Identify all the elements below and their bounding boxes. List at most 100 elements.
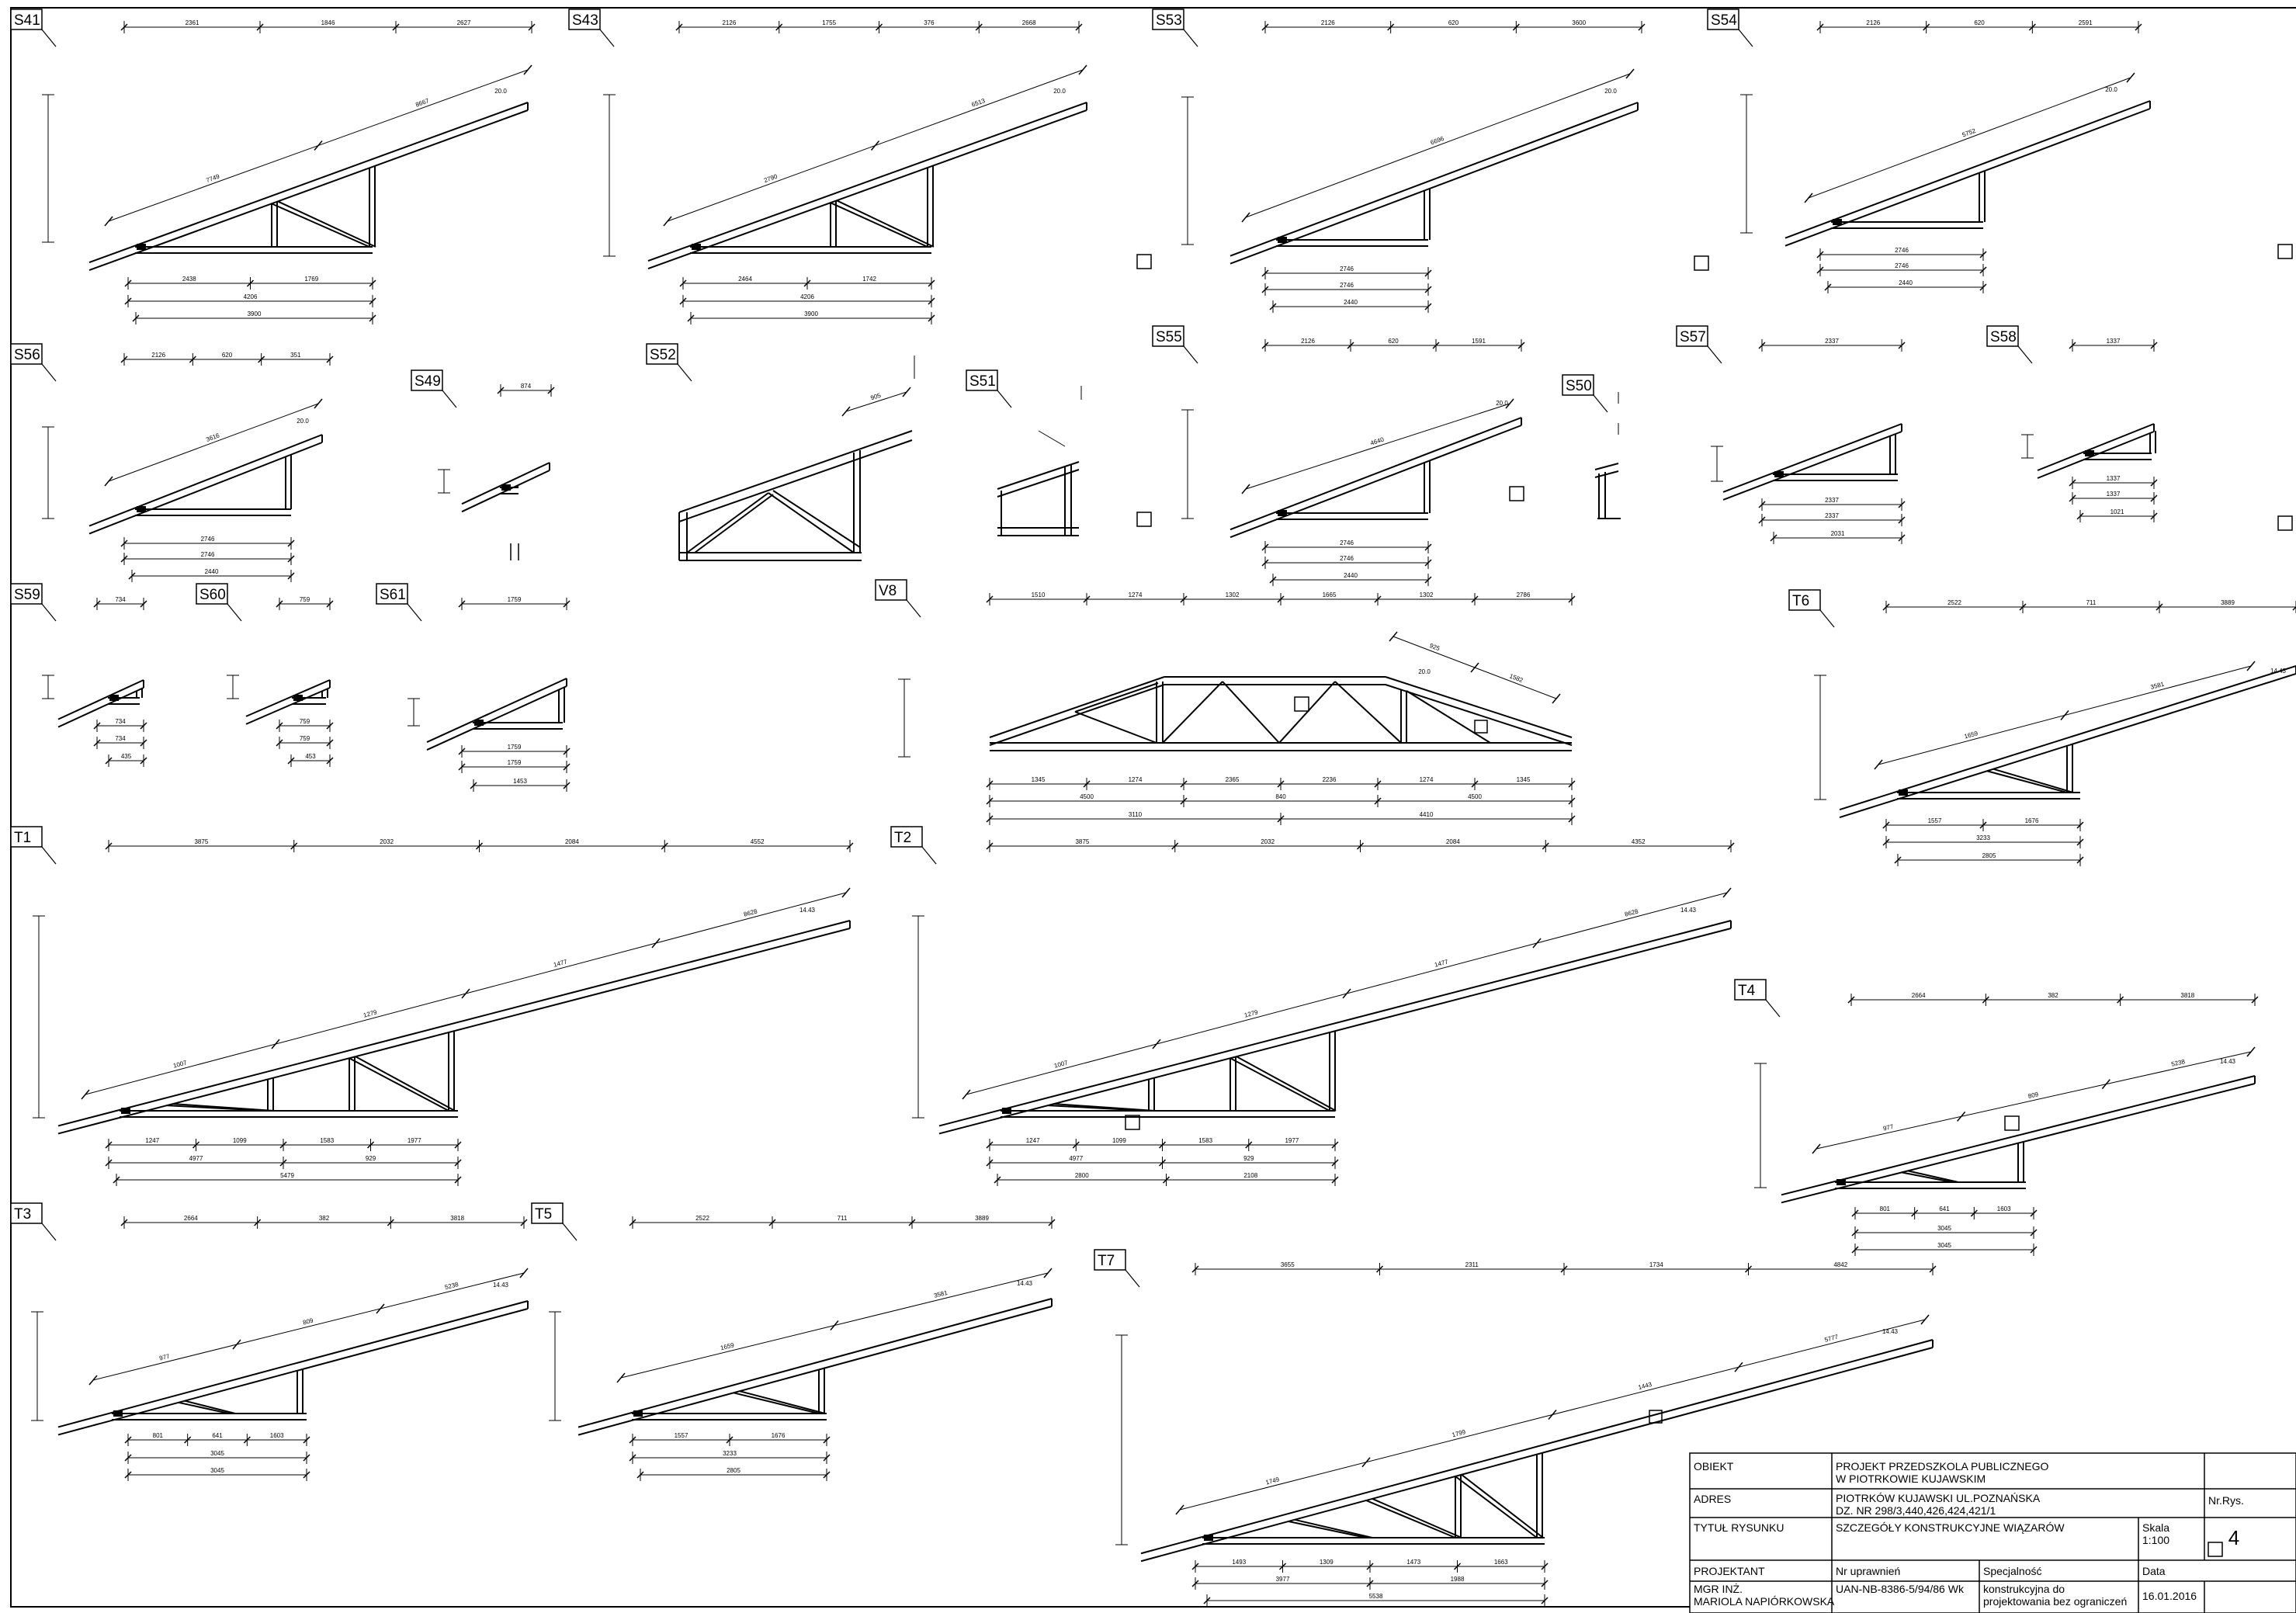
dimension-label: 1755 — [822, 19, 836, 26]
dimension-slash — [1929, 1265, 1937, 1273]
dimension-slash — [458, 600, 466, 608]
dimension-slash — [975, 23, 983, 31]
dimension-label: 376 — [924, 19, 935, 26]
dimension-slash — [1847, 996, 1855, 1004]
dimension-slash — [140, 600, 147, 608]
dimension-slash — [192, 1141, 200, 1149]
dimension-slash — [1203, 1597, 1211, 1604]
dimension-slash — [1851, 1246, 1859, 1254]
dimension-slash — [1851, 1229, 1859, 1237]
dimension-chain: 3900 — [132, 310, 376, 324]
dimension-slash — [563, 782, 571, 789]
dimension-slash — [1552, 693, 1561, 704]
pitch-angle: 14.43 — [493, 1282, 509, 1289]
support-plate — [2085, 450, 2094, 456]
truss-S43 — [647, 102, 1087, 269]
dimension-label: 2337 — [1825, 512, 1839, 519]
top-chord — [461, 470, 550, 513]
dimension-slash — [140, 757, 147, 765]
dimension-slash — [2076, 512, 2084, 520]
dimension-slash — [303, 1454, 310, 1462]
dimension-label: 2032 — [380, 838, 394, 845]
support-plate — [293, 695, 303, 701]
pitch-angle: 20.0 — [494, 88, 507, 95]
dimension-slash — [470, 782, 477, 789]
tytul-value: SZCZEGÓŁY KONSTRUKCYJNE WIĄZARÓW — [1836, 1521, 2065, 1534]
dimension-label: 3655 — [1281, 1261, 1295, 1268]
label-leader — [921, 846, 937, 865]
dimension-slash — [1374, 797, 1382, 805]
dimension-slash — [823, 1471, 831, 1479]
height-dimension — [31, 1311, 43, 1421]
dimension-slash — [902, 387, 911, 397]
dimension-slash — [1542, 842, 1549, 850]
dimension-slash — [1758, 516, 1766, 524]
truss-T6 — [1839, 665, 2296, 818]
truss-S61 — [426, 678, 567, 751]
truss-id: S50 — [1566, 378, 1592, 394]
dimension-slash — [846, 842, 854, 850]
dimension-label: 2361 — [186, 19, 199, 26]
dimension-label: 801 — [153, 1432, 164, 1439]
dimension-label: 1759 — [508, 596, 522, 603]
web-diagonal — [1993, 768, 2074, 793]
top-chord — [938, 920, 1732, 1127]
dimension-label: 1274 — [1129, 591, 1143, 598]
dimension-slash — [1979, 251, 1987, 258]
dimension-label: 5752 — [1961, 127, 1977, 139]
pitch-angle: 20.0 — [2105, 86, 2117, 93]
dimension-label: 2786 — [1517, 591, 1531, 598]
dimension-label: 2108 — [1243, 1172, 1257, 1179]
web-diagonal — [1901, 1171, 1953, 1183]
dimension-label: 8667 — [414, 97, 430, 109]
dimension-slash — [547, 387, 555, 394]
dimension-label: 2440 — [205, 568, 219, 575]
dimension-slash — [1898, 501, 1906, 508]
dimension-slash — [497, 387, 505, 394]
truss-id: T4 — [1738, 983, 1756, 999]
dimension-chain: 3233 — [1882, 834, 2084, 848]
dimension-label: 620 — [1388, 338, 1399, 345]
top-chord — [2037, 423, 2155, 471]
dimension-slash — [1804, 193, 1813, 203]
dimension-slash — [841, 887, 851, 898]
truss-S59 — [57, 679, 144, 728]
dimension-chain: 1759 — [458, 596, 571, 610]
dimension-slash — [2150, 494, 2158, 502]
dimension-slash — [830, 1320, 839, 1330]
dimension-slash — [1424, 286, 1432, 293]
truss-S51 — [997, 386, 1082, 536]
dimension-slash — [1548, 1410, 1557, 1420]
dimension-label: 1759 — [508, 759, 522, 766]
pitch-angle: 14.43 — [1017, 1280, 1033, 1287]
dimension-slash — [1882, 821, 1890, 829]
dimension-line — [1816, 1051, 2252, 1150]
dimension-label: 382 — [2048, 992, 2058, 999]
dimension-label: 4552 — [751, 838, 765, 845]
dimension-slash — [1898, 342, 1906, 349]
label-T7: T7 — [1094, 1249, 1140, 1288]
label-S59: S59 — [10, 583, 57, 622]
dimension-line — [108, 403, 319, 482]
dimension-label: 1769 — [304, 276, 318, 283]
top-chord — [1784, 108, 2151, 247]
label-leader — [1738, 29, 1753, 47]
dimension-slash — [2069, 342, 2076, 349]
pitch-angle: 14.43 — [1680, 907, 1697, 914]
top-chord — [245, 687, 331, 725]
dimension-slash — [1851, 1209, 1859, 1217]
web-member — [1278, 681, 1336, 744]
dimension-slash — [1625, 68, 1635, 79]
dimension-slash — [823, 1436, 831, 1444]
web-member — [1074, 682, 1159, 713]
height-dimension — [1754, 1063, 1767, 1188]
dimension-slash — [1278, 1563, 1287, 1570]
dimension-slash — [1424, 303, 1432, 310]
dimension-chain: 3045 — [124, 1450, 310, 1464]
